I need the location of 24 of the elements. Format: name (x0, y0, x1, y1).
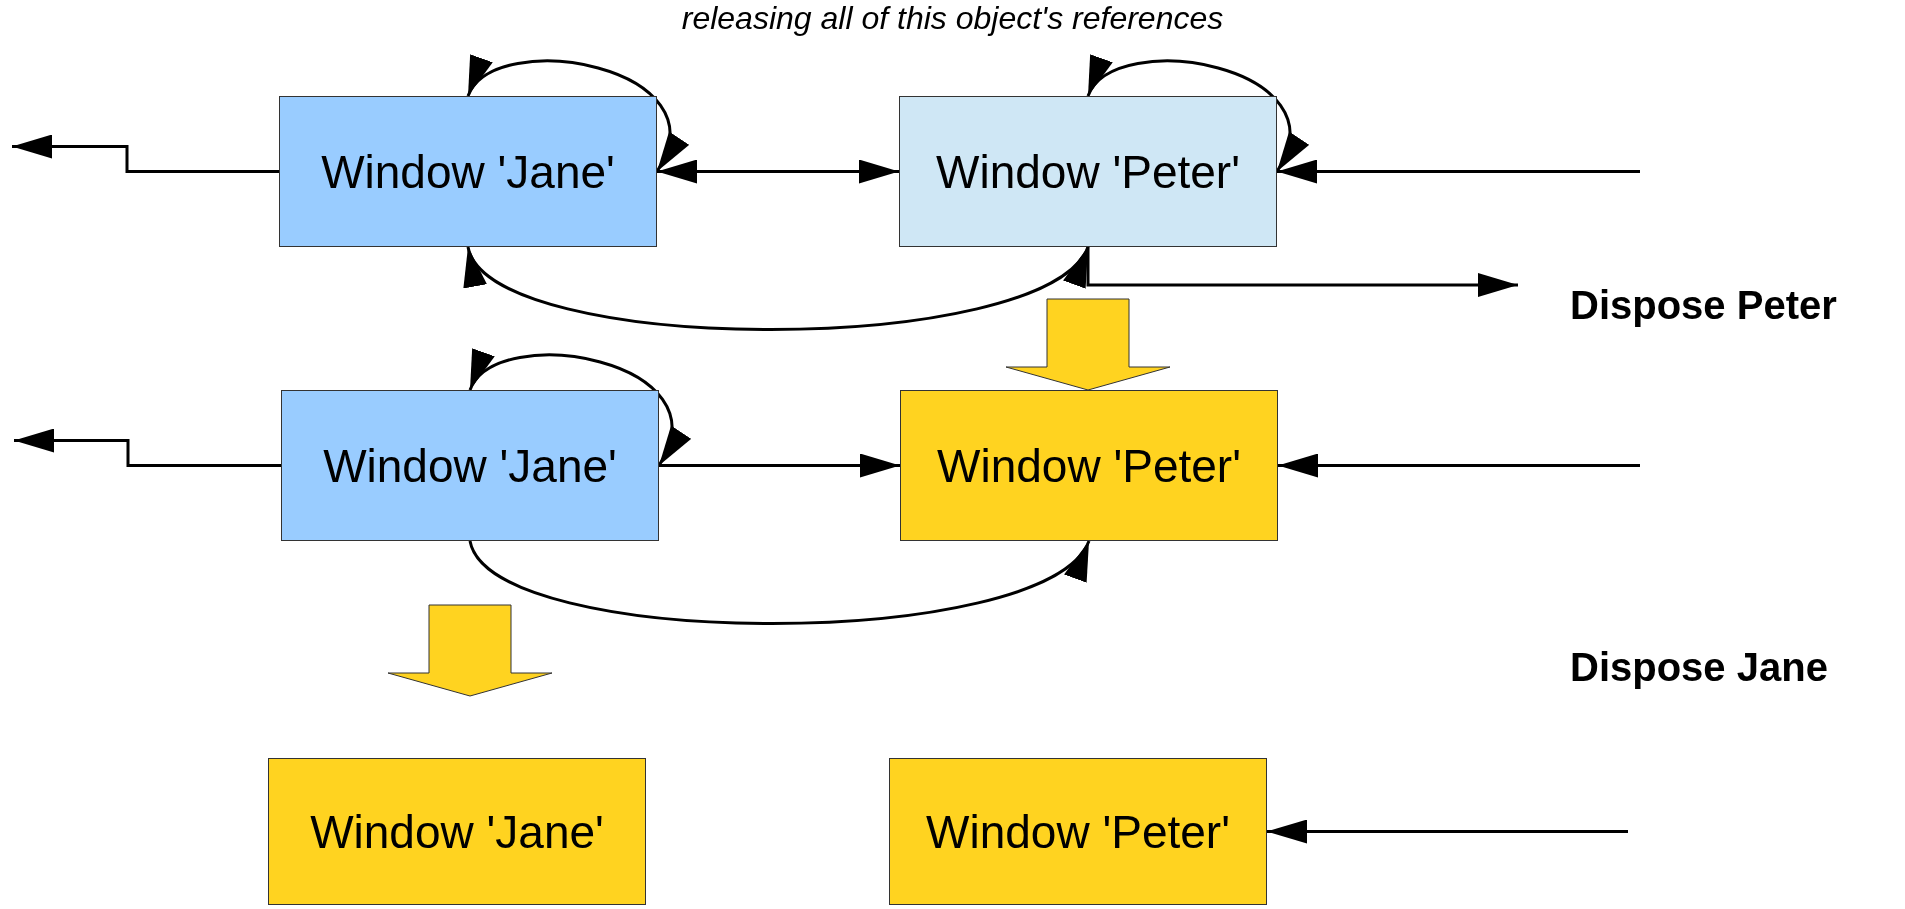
arrow (1086, 247, 1518, 297)
window-box (268, 758, 646, 905)
window-label: Window 'Jane' (323, 438, 617, 493)
arrow (1267, 819, 1628, 844)
arrow (1278, 453, 1640, 478)
window-label: Window 'Peter' (937, 438, 1241, 493)
arrow (657, 159, 899, 184)
block-arrow (387, 604, 553, 697)
title: releasing all of this object's references (681, 0, 1224, 37)
window-box (900, 390, 1278, 541)
arrow (12, 134, 279, 173)
arrow (14, 428, 281, 467)
window-label: Window 'Jane' (321, 144, 615, 199)
arrow (468, 540, 1091, 625)
block-arrow (1005, 298, 1171, 391)
arrow (466, 246, 1090, 331)
step-label: Dispose Peter (1570, 283, 1837, 328)
arrow (1277, 159, 1640, 184)
arrow (659, 453, 900, 478)
window-label: Window 'Peter' (936, 144, 1240, 199)
step-label: Dispose Jane (1570, 645, 1828, 690)
window-label: Window 'Jane' (310, 804, 604, 859)
window-box (889, 758, 1267, 905)
window-label: Window 'Peter' (926, 804, 1230, 859)
